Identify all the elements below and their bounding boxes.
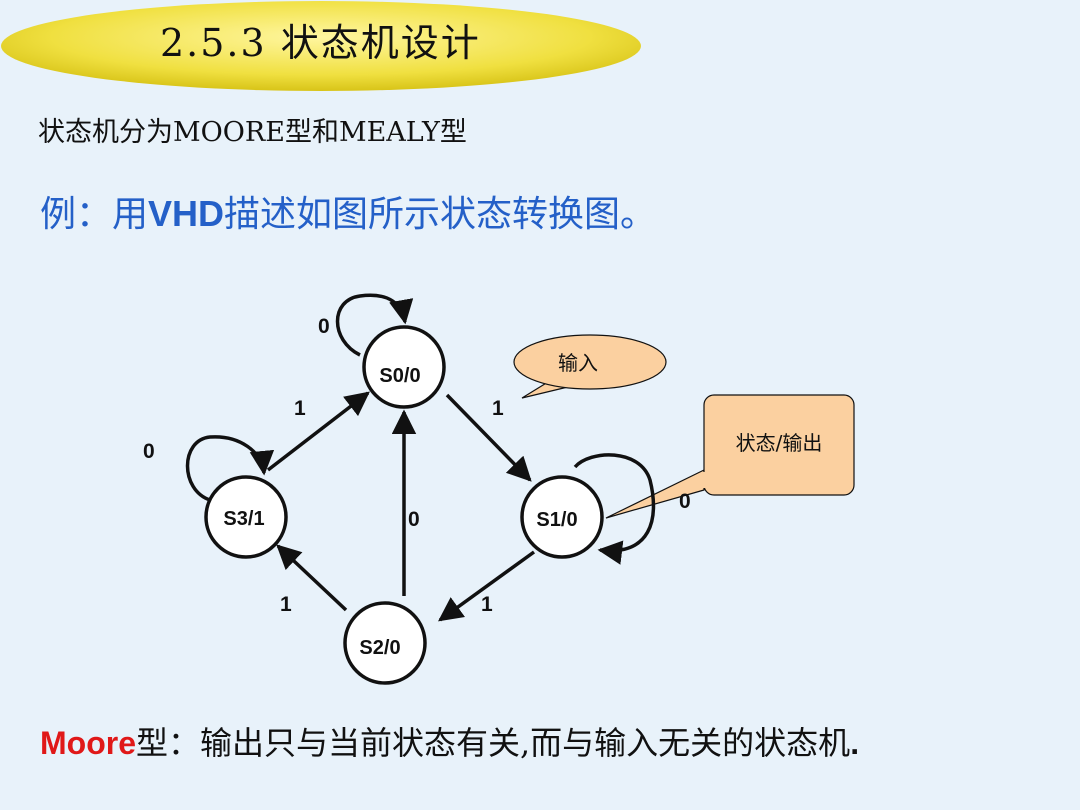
input-callout-label: 输入 — [558, 351, 598, 375]
transition-s3-s0 — [266, 391, 370, 472]
state-s2: S2/0 — [343, 601, 427, 685]
example-bold: VHD — [148, 193, 225, 234]
edge-label-s0-s1: 1 — [492, 397, 504, 420]
edge-label-s1-s2: 1 — [481, 593, 493, 616]
moore-description: 型：输出只与当前状态有关,而与输入无关的状态机 — [136, 724, 851, 762]
moore-definition: Moore型：输出只与当前状态有关,而与输入无关的状态机. — [40, 718, 859, 764]
edge-label-s2-s0: 0 — [408, 508, 420, 531]
state-output-callout: 状态/输出 — [605, 394, 855, 519]
edge-label-s2-s3: 1 — [280, 593, 292, 616]
title-ellipse — [1, 1, 641, 91]
input-callout: 输入 — [513, 334, 667, 399]
transition-s2-s3 — [276, 544, 348, 612]
self-loop-s3 — [185, 435, 275, 502]
example-prefix: 例：用 — [40, 194, 149, 235]
state-s2-label: S2/0 — [359, 637, 400, 659]
example-text: 例：用VHD描述如图所示状态转换图。 — [40, 185, 656, 237]
state-output-callout-label: 状态/输出 — [736, 431, 823, 455]
transition-s0-s1 — [445, 393, 532, 482]
slide-title: 2.5.3 状态机设计 — [160, 21, 481, 65]
state-s0: S0/0 — [362, 325, 446, 409]
moore-period: . — [850, 725, 860, 761]
example-suffix: 描述如图所示状态转换图。 — [224, 194, 657, 235]
edge-label-s1-self: 0 — [679, 490, 691, 513]
transition-s1-s2 — [438, 550, 536, 622]
edge-label-s0-self: 0 — [318, 315, 330, 338]
self-loop-s0 — [335, 293, 414, 357]
state-s1: S1/0 — [520, 475, 604, 559]
edge-label-s3-s0: 1 — [294, 397, 306, 420]
state-s1-label: S1/0 — [536, 509, 577, 531]
moore-word: Moore — [40, 725, 136, 761]
state-s0-label: S0/0 — [379, 365, 420, 387]
self-loop-s1 — [573, 453, 656, 565]
edge-label-s3-self: 0 — [143, 440, 155, 463]
state-s3: S3/1 — [204, 475, 288, 559]
intro-text: 状态机分为MOORE型和MEALY型 — [38, 117, 467, 148]
state-s3-label: S3/1 — [223, 508, 264, 530]
